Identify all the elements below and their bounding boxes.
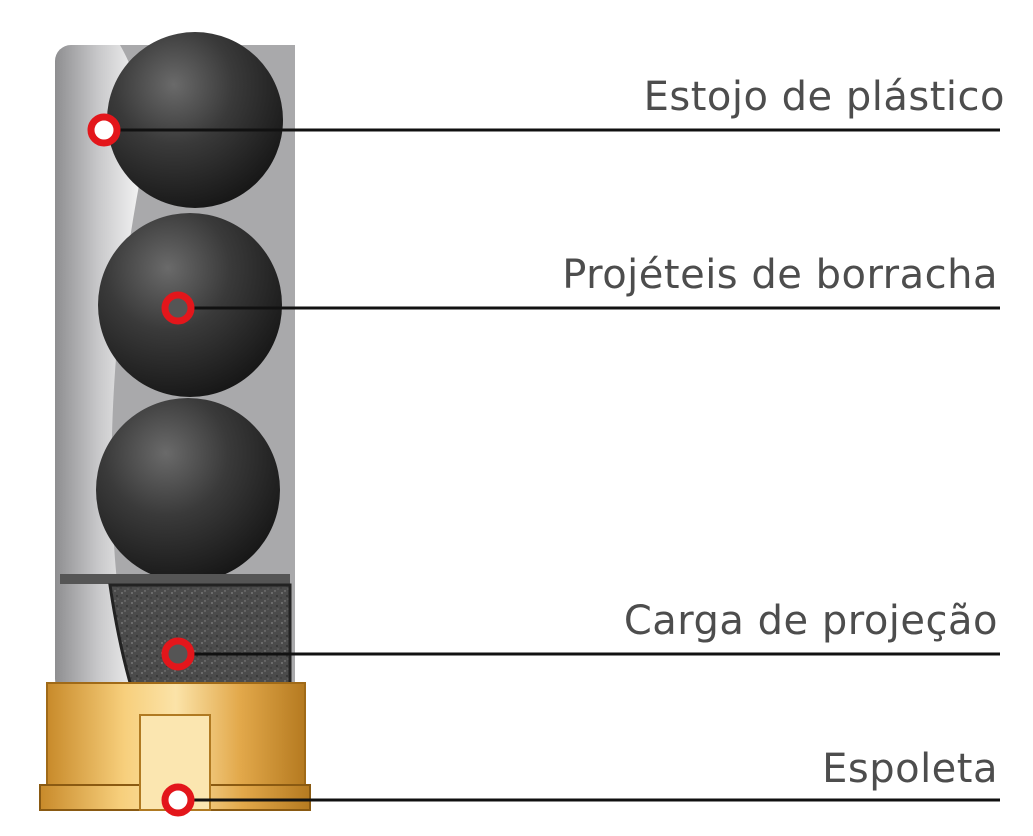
label-primer: Espoleta	[822, 746, 998, 792]
marker-case	[87, 113, 121, 147]
projectile-top	[107, 32, 283, 208]
marker-primer	[161, 783, 195, 817]
label-propellant-charge: Carga de projeção	[623, 598, 998, 644]
label-plastic-case: Estojo de plástico	[643, 74, 1005, 120]
marker-charge	[161, 637, 195, 671]
projectile-bottom	[96, 398, 280, 582]
label-rubber-projectiles: Projéteis de borracha	[562, 252, 998, 298]
marker-projectiles	[161, 291, 195, 325]
wad-separator	[60, 574, 290, 584]
